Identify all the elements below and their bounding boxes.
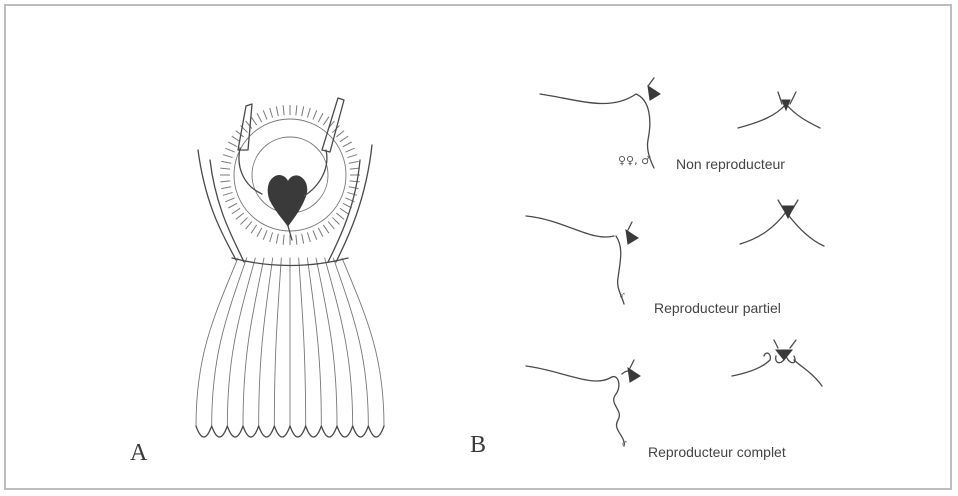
caption-reproducteur-partiel: Reproducteur partiel xyxy=(654,300,781,316)
sex-label-non-reproducteur: ♀♀, ♂ xyxy=(618,154,651,167)
polyp-mouth xyxy=(268,176,307,226)
sex-label-reproducteur-partiel: ♂ xyxy=(618,290,626,302)
polyp-crown-ring xyxy=(220,105,360,245)
polyp-illustration xyxy=(196,98,384,437)
panel-label-b: B xyxy=(470,432,486,459)
stage-reproducteur-complet-left xyxy=(526,360,640,446)
stage-reproducteur-complet-right xyxy=(732,340,822,386)
stage-reproducteur-partiel-right xyxy=(740,200,824,246)
sex-label-reproducteur-complet: ♂ xyxy=(620,438,628,450)
panel-label-a: A xyxy=(130,440,147,467)
stage-non-reproducteur-right xyxy=(738,92,820,128)
left-tentacle-arm xyxy=(239,148,262,194)
left-outer-arc xyxy=(198,150,236,260)
right-tentacle-tip xyxy=(322,98,344,152)
polyp-column xyxy=(196,258,384,437)
left-tentacle-tip xyxy=(238,104,252,150)
caption-reproducteur-complet: Reproducteur complet xyxy=(648,444,786,460)
caption-non-reproducteur: Non reproducteur xyxy=(676,156,785,172)
